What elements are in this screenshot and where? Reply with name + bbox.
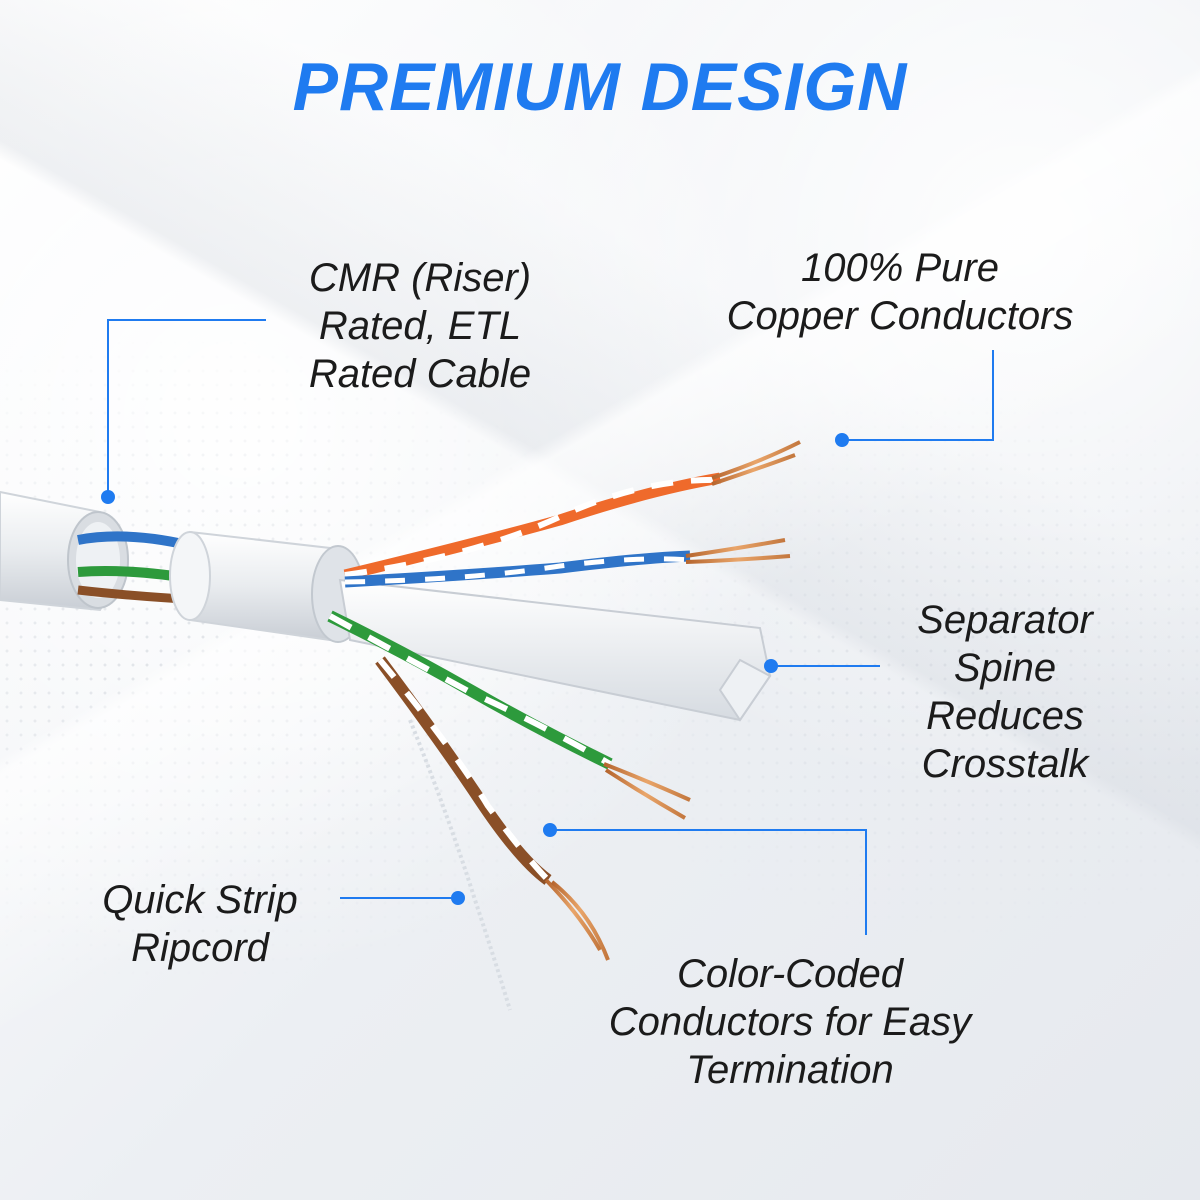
wire-pair-blue bbox=[344, 538, 791, 588]
callout-cmr-line-1: CMR (Riser) bbox=[308, 256, 532, 300]
callout-ripcord: Quick Strip Ripcord bbox=[60, 876, 340, 972]
callout-dot-ripcord bbox=[451, 891, 465, 905]
callout-ripcord-line-1: Quick Strip bbox=[102, 878, 298, 922]
callout-color-coded: Color-Coded Conductors for Easy Terminat… bbox=[540, 950, 1040, 1094]
wire-pair-orange bbox=[343, 440, 801, 581]
callout-copper-conductors: 100% Pure Copper Conductors bbox=[660, 244, 1140, 340]
callout-dot-spine bbox=[764, 659, 778, 673]
callout-cmr-line-2: Rated, ETL bbox=[318, 304, 522, 348]
callout-dot-color bbox=[543, 823, 557, 837]
callout-lines bbox=[107, 319, 994, 935]
wire-pair-brown bbox=[375, 656, 610, 961]
callout-copper-line-1: 100% Pure bbox=[801, 246, 999, 290]
callout-dot-copper bbox=[835, 433, 849, 447]
callout-spine-line-3: Reduces bbox=[926, 694, 1084, 738]
callout-spine-line-2: Spine bbox=[953, 646, 1057, 690]
callout-spine-line-4: Crosstalk bbox=[921, 742, 1089, 786]
callout-color-line-1: Color-Coded bbox=[676, 952, 904, 996]
callout-dot-cmr bbox=[101, 490, 115, 504]
callout-cmr-rated: CMR (Riser) Rated, ETL Rated Cable bbox=[270, 254, 570, 398]
callout-color-line-3: Termination bbox=[686, 1048, 894, 1092]
callout-copper-line-2: Copper Conductors bbox=[726, 294, 1074, 338]
callout-cmr-line-3: Rated Cable bbox=[308, 352, 532, 396]
callout-color-line-2: Conductors for Easy bbox=[608, 1000, 972, 1044]
callout-separator-spine: Separator Spine Reduces Crosstalk bbox=[870, 596, 1140, 788]
callout-dots bbox=[101, 433, 849, 905]
callout-spine-line-1: Separator bbox=[917, 598, 1093, 642]
page-title: PREMIUM DESIGN bbox=[292, 49, 908, 125]
wire-pair-green bbox=[327, 610, 691, 820]
callout-ripcord-line-2: Ripcord bbox=[131, 926, 269, 970]
cable-jacket-segment bbox=[169, 530, 365, 643]
